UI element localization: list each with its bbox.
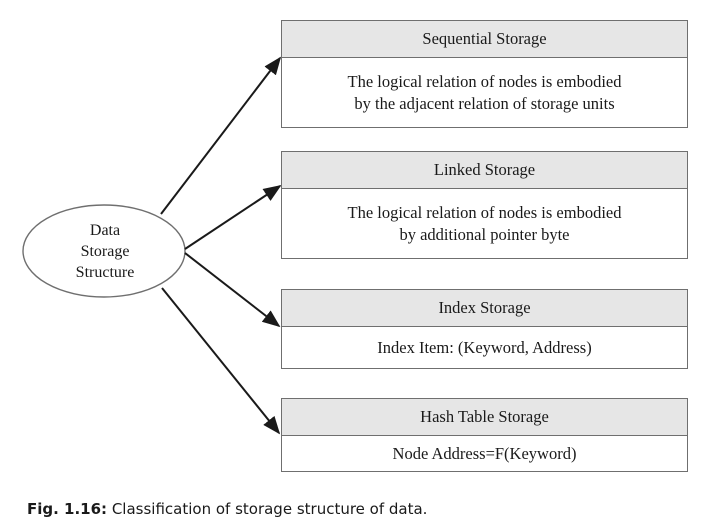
description-line: Index Item: (Keyword, Address) (377, 337, 592, 357)
center-line-2: Storage (80, 242, 130, 260)
box-description: The logical relation of nodes is embodie… (282, 58, 687, 127)
arrow-to-linked-storage (184, 185, 282, 250)
box-description: Index Item: (Keyword, Address) (282, 327, 687, 368)
description-line: by additional pointer byte (399, 224, 570, 244)
description-line: The logical relation of nodes is embodie… (347, 71, 622, 91)
box-title: Sequential Storage (282, 21, 687, 58)
hash-table-storage-box: Hash Table Storage Node Address=F(Keywor… (281, 398, 688, 472)
center-line-3: Structure (75, 263, 135, 281)
box-title: Hash Table Storage (282, 399, 687, 436)
data-storage-structure-label: Data Storage Structure (24, 205, 186, 297)
sequential-storage-box: Sequential Storage The logical relation … (281, 20, 688, 128)
description-line: The logical relation of nodes is embodie… (347, 202, 622, 222)
caption-text: Classification of storage structure of d… (107, 500, 428, 518)
description-line: by the adjacent relation of storage unit… (354, 93, 615, 113)
description-line: Node Address=F(Keyword) (392, 443, 577, 463)
center-line-1: Data (89, 221, 121, 239)
box-title: Linked Storage (282, 152, 687, 189)
arrow-to-index-storage (184, 252, 281, 328)
box-description: Node Address=F(Keyword) (282, 436, 687, 471)
figure-caption: Fig. 1.16: Classification of storage str… (27, 500, 427, 518)
index-storage-box: Index Storage Index Item: (Keyword, Addr… (281, 289, 688, 369)
box-title: Index Storage (282, 290, 687, 327)
box-description: The logical relation of nodes is embodie… (282, 189, 687, 258)
arrow-to-sequential-storage (160, 56, 282, 215)
linked-storage-box: Linked Storage The logical relation of n… (281, 151, 688, 259)
arrow-to-hash-table-storage (161, 287, 281, 435)
caption-label: Fig. 1.16: (27, 500, 108, 518)
data-storage-structure-node (22, 204, 186, 298)
